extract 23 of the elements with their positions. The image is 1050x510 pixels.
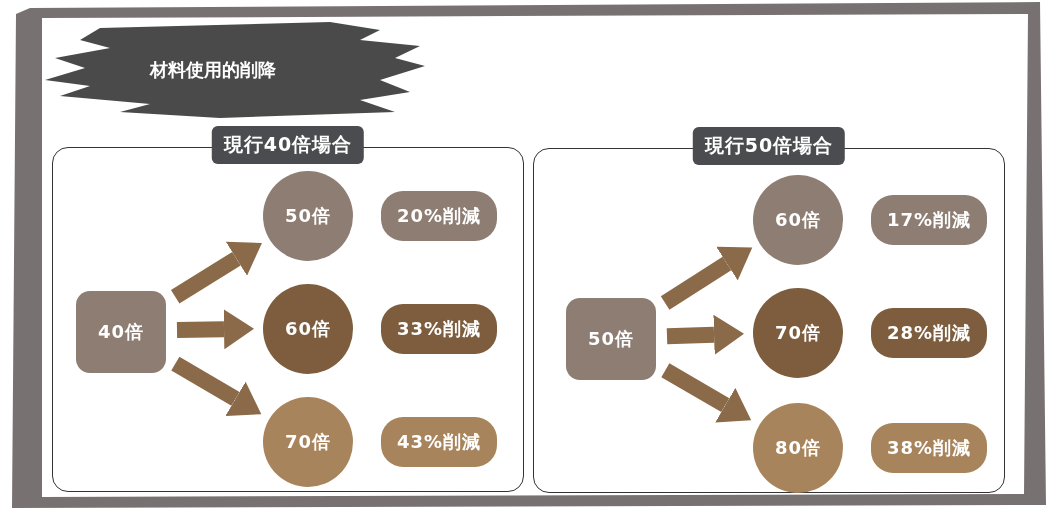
ratio-circle: 50倍	[263, 171, 353, 261]
reduction-label: 38%削減	[871, 423, 987, 473]
arrow	[171, 356, 262, 417]
reduction-label: 43%削減	[381, 417, 497, 467]
panel-heading: 現行40倍場合	[211, 126, 365, 164]
reduction-label: 28%削減	[871, 308, 987, 358]
ratio-circle: 60倍	[263, 284, 353, 374]
arrow	[171, 241, 262, 304]
current-ratio-box: 50倍	[566, 298, 656, 380]
ratio-circle: 60倍	[753, 175, 843, 265]
reduction-label: 20%削減	[381, 191, 497, 241]
current-ratio-box: 40倍	[76, 291, 166, 373]
arrow	[661, 363, 752, 423]
reduction-label: 33%削減	[381, 304, 497, 354]
ratio-circle: 80倍	[753, 403, 843, 493]
arrow	[660, 246, 753, 310]
arrow	[666, 314, 745, 355]
ratio-circle: 70倍	[753, 288, 843, 378]
arrow	[176, 309, 254, 350]
ratio-circle: 70倍	[263, 397, 353, 487]
reduction-label: 17%削減	[871, 195, 987, 245]
panel-heading: 現行50倍場合	[692, 127, 846, 165]
title: 材料使用的削降	[150, 58, 276, 82]
